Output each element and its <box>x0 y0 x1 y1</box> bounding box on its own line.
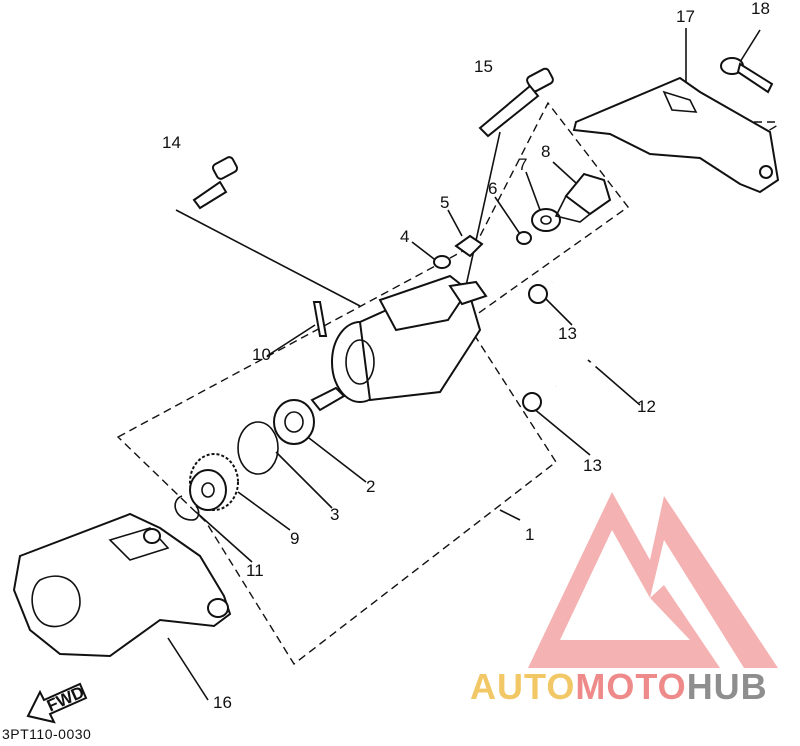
hose-part-12 <box>550 251 664 389</box>
fwd-label: FWD <box>44 682 87 715</box>
bolt-part-14 <box>192 156 239 210</box>
watermark-auto: AUTO <box>470 666 576 707</box>
callout-15: 15 <box>474 57 493 76</box>
pin-part-10 <box>312 301 328 337</box>
bearing-part-2 <box>273 399 315 445</box>
callout-11: 11 <box>246 561 264 580</box>
bolt-part-15 <box>478 67 554 138</box>
callout-9: 9 <box>290 529 299 548</box>
callout-10: 10 <box>252 345 271 364</box>
crankcase-cover-part-16 <box>12 512 232 658</box>
o-ring-part-3 <box>237 421 279 475</box>
callout-12: 12 <box>637 397 656 416</box>
watermark-moto: MOTO <box>575 666 687 707</box>
callout-3: 3 <box>330 505 339 524</box>
clamp-part-13-upper <box>528 284 548 304</box>
callout-4: 4 <box>400 227 409 246</box>
callout-6: 6 <box>488 179 497 198</box>
leader-lines <box>167 28 761 701</box>
callout-8: 8 <box>541 142 550 161</box>
bracket-guide-lines <box>728 121 779 151</box>
assembly-boundary-part-1 <box>116 101 629 666</box>
part-code: 3PT110-0030 <box>2 726 92 742</box>
callout-14: 14 <box>162 133 181 152</box>
clip-part-11 <box>174 495 200 521</box>
callout-13-upper: 13 <box>558 324 577 343</box>
screw-part-18 <box>720 57 774 94</box>
oil-pump-body-part-1 <box>310 274 488 412</box>
callout-7: 7 <box>518 155 527 174</box>
callout-2: 2 <box>366 477 375 496</box>
washer-part-4 <box>433 255 451 269</box>
callout-5: 5 <box>440 193 449 212</box>
gear-part-9 <box>189 453 239 511</box>
fwd-arrow-icon <box>26 682 88 724</box>
watermark-logo-icon <box>528 492 778 668</box>
callout-17: 17 <box>676 7 695 26</box>
bolt-part-5 <box>454 234 484 258</box>
plug-part-8 <box>554 172 612 223</box>
watermark-hub: HUB <box>686 666 768 707</box>
callout-1: 1 <box>525 525 534 544</box>
washer-part-6 <box>516 231 532 245</box>
callout-18: 18 <box>751 0 770 18</box>
watermark-text: AUTOMOTOHUB <box>470 666 768 708</box>
callout-16: 16 <box>213 693 232 712</box>
cover-part-17 <box>572 76 780 194</box>
callout-13-lower: 13 <box>583 456 602 475</box>
clamp-part-13-lower <box>522 392 542 412</box>
nut-part-7 <box>531 208 561 232</box>
